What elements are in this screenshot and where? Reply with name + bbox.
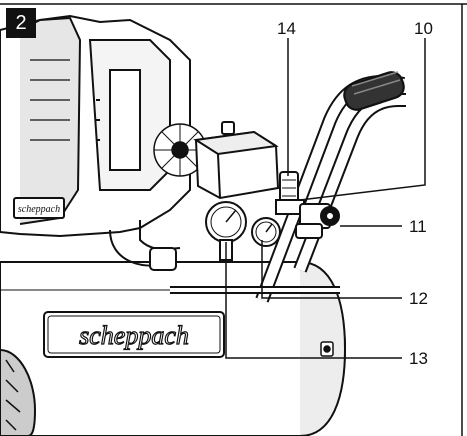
callout-11: 11 [409, 217, 427, 236]
callout-14: 14 [277, 19, 296, 38]
pressure-regulator [275, 171, 305, 215]
quick-coupling [295, 203, 340, 239]
leader-13 [225, 242, 402, 359]
pressure-switch [193, 121, 280, 200]
output-pressure-gauge [251, 217, 281, 247]
air-piping [109, 220, 340, 294]
carry-handle [255, 71, 406, 303]
callout-10: 10 [414, 19, 433, 38]
leader-lines [225, 38, 426, 359]
leader-12 [261, 240, 402, 299]
brand-plate: scheppach [43, 311, 225, 358]
callout-13: 13 [409, 349, 428, 368]
tank-fitting [320, 341, 334, 357]
tank-pressure-gauge [205, 201, 247, 261]
motor-housing: scheppach [0, 14, 191, 238]
figure-number-badge: 2 [6, 8, 36, 38]
callout-12: 12 [409, 289, 428, 308]
housing-brand-text: scheppach [18, 204, 60, 215]
brand-plate-text: scheppach [79, 321, 189, 350]
leader-10 [299, 38, 426, 201]
